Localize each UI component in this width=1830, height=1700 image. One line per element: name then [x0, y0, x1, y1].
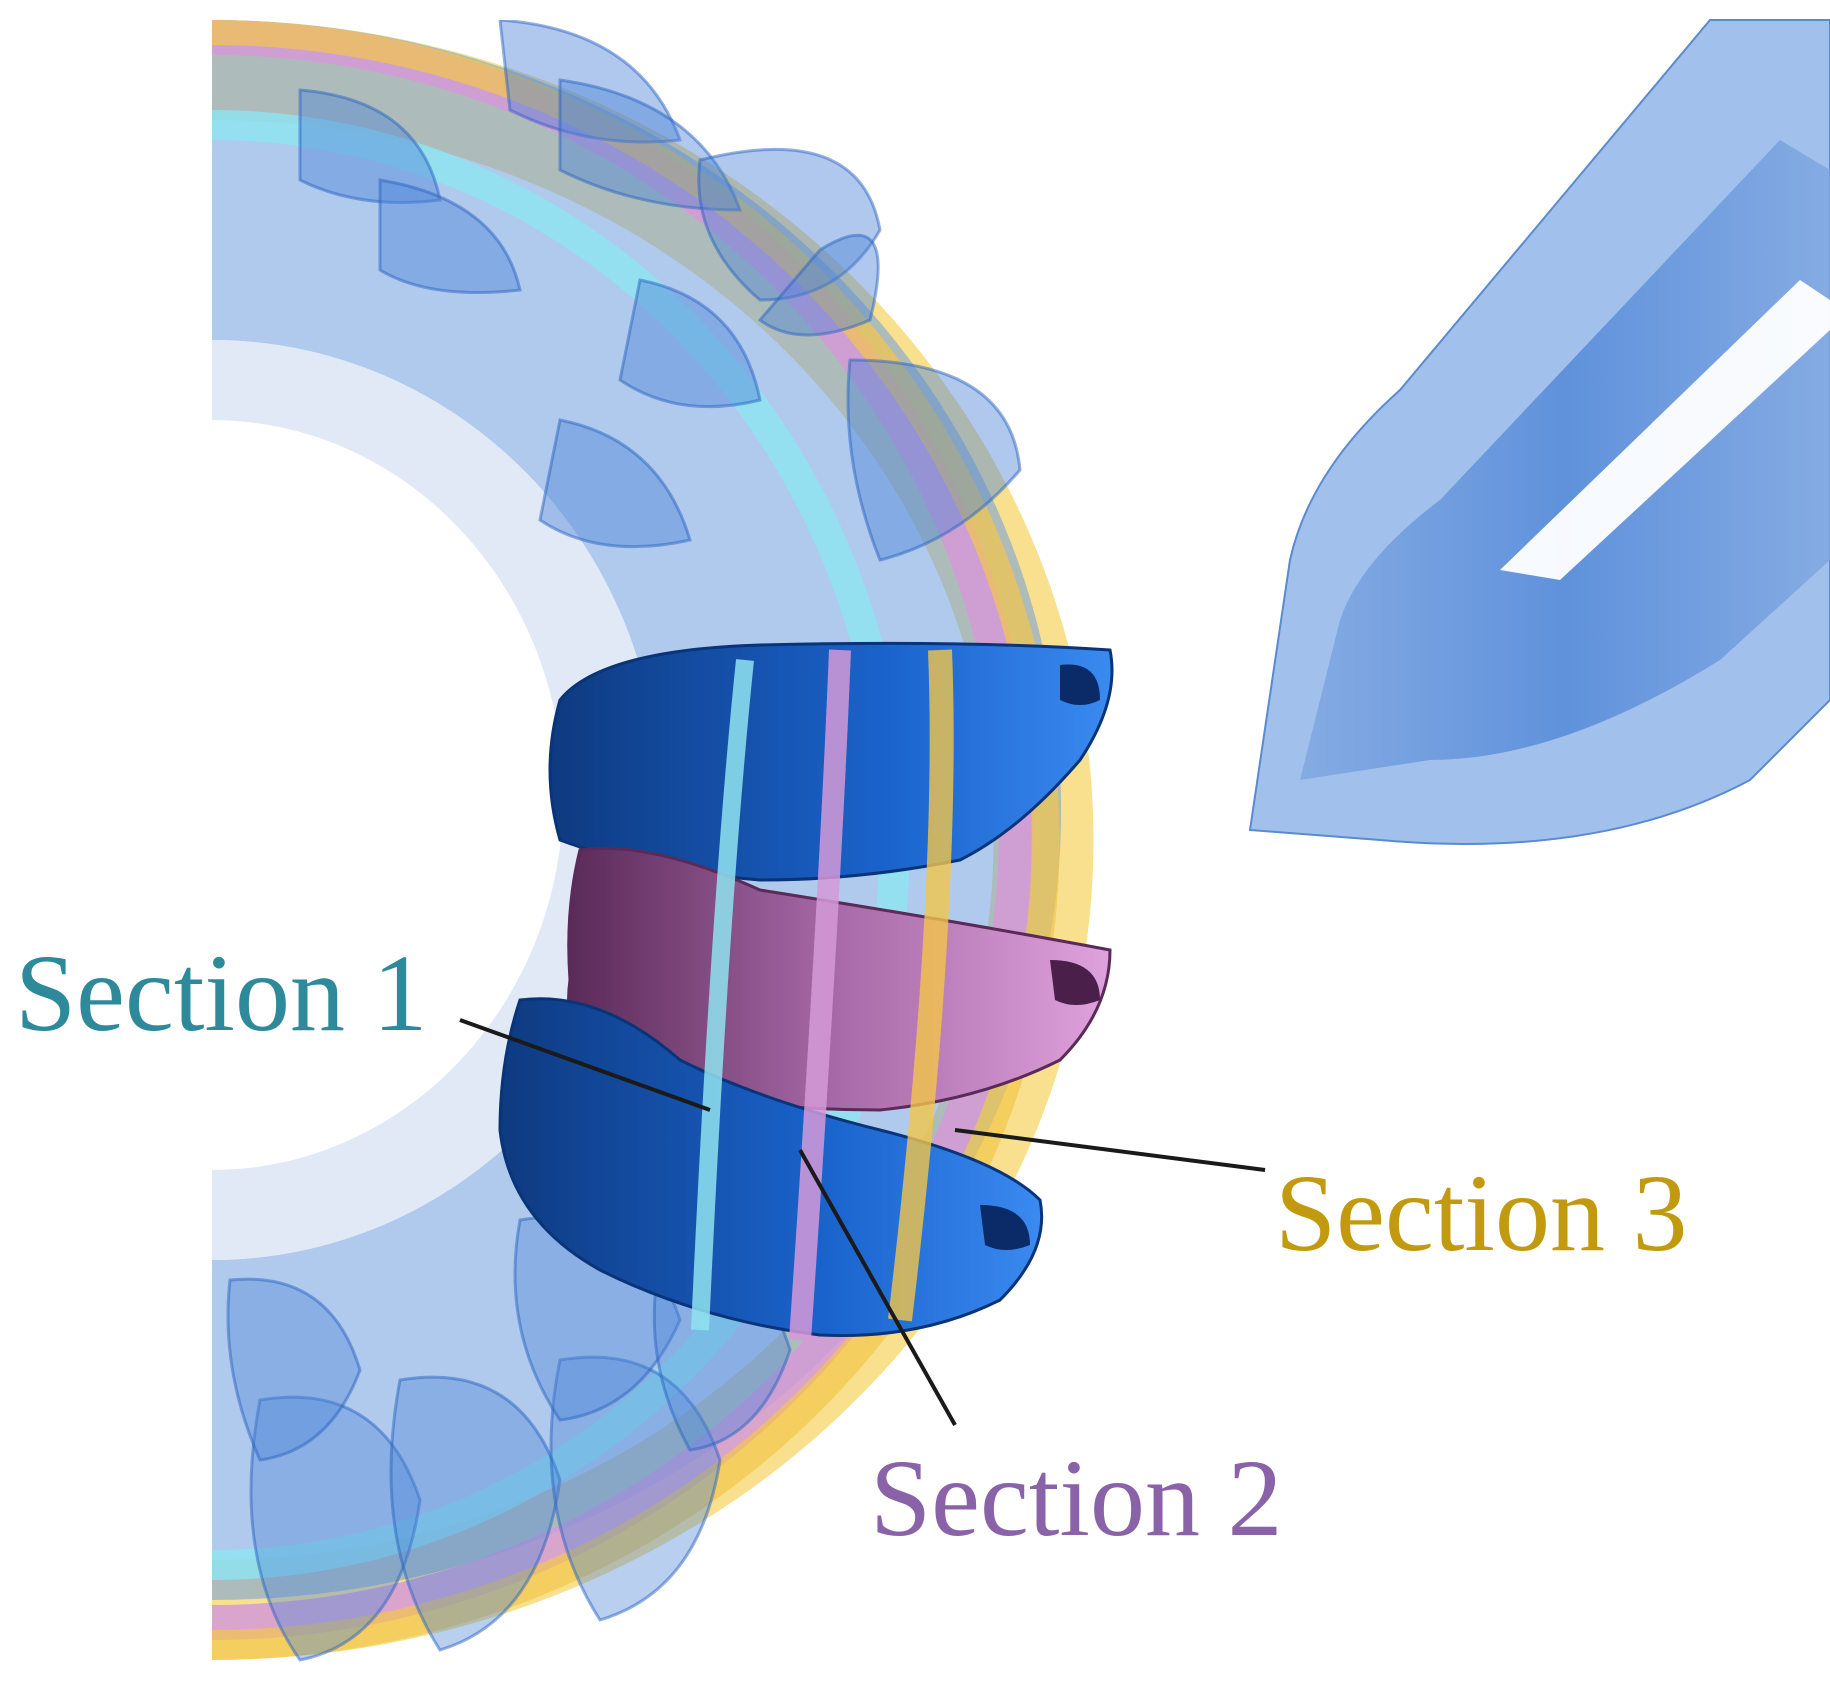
label-section-3: Section 3	[1275, 1152, 1687, 1274]
translucent-buckets-top	[298, 20, 1022, 562]
translucent-buckets-bottom	[226, 1215, 792, 1662]
leader-lines	[459, 1018, 1266, 1426]
leader-section-1	[459, 1018, 711, 1112]
leader-section-2	[798, 1149, 957, 1426]
highlighted-buckets	[498, 641, 1114, 1341]
nozzle	[1248, 19, 1830, 845]
leader-section-3	[954, 1128, 1266, 1172]
nozzle-slot	[1500, 280, 1830, 580]
label-section-1: Section 1	[15, 932, 427, 1054]
label-section-2: Section 2	[870, 1437, 1282, 1559]
needle	[1300, 140, 1830, 780]
